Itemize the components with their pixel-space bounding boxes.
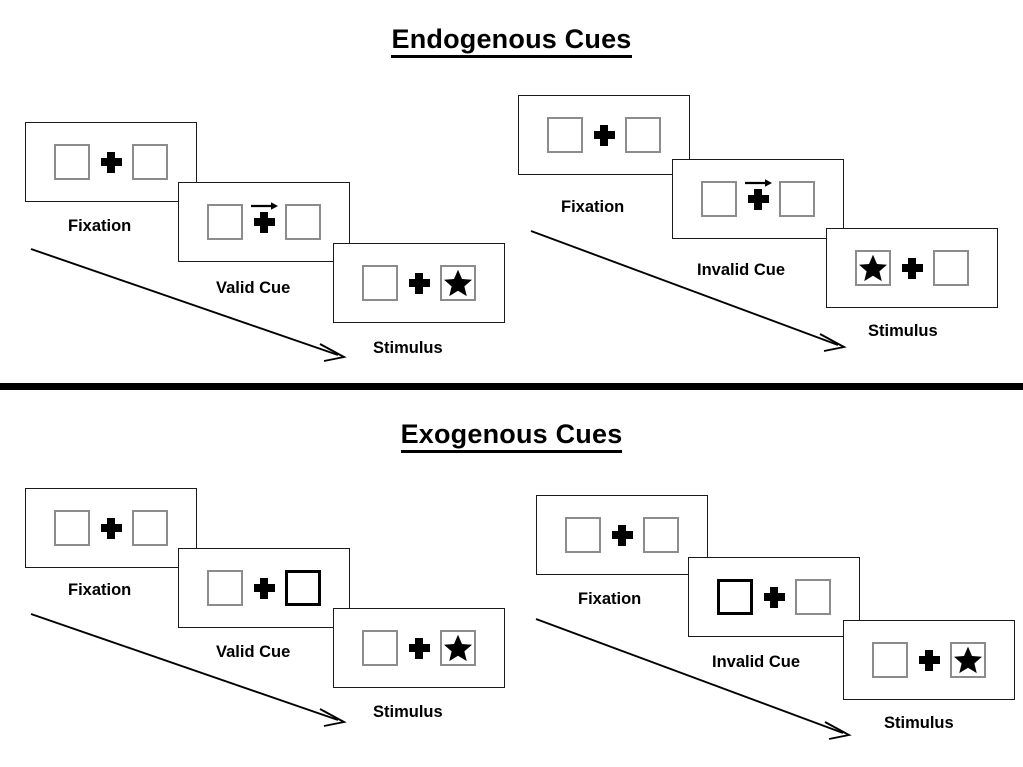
plus-icon	[408, 637, 430, 659]
label-endogenous-valid-stimulus: Stimulus	[373, 339, 443, 357]
plus-icon	[408, 272, 430, 294]
panel-endogenous-valid-fixation[interactable]	[25, 122, 197, 202]
panel-content	[565, 515, 679, 555]
panel-endogenous-invalid-fixation[interactable]	[518, 95, 690, 175]
plus-icon	[611, 524, 633, 546]
label-endogenous-invalid-stimulus: Stimulus	[868, 322, 938, 340]
fixation-cross-wrap	[583, 115, 625, 155]
left-box	[565, 517, 601, 553]
left-box	[872, 642, 908, 678]
panel-exogenous-invalid-cue[interactable]	[688, 557, 860, 637]
left-box	[547, 117, 583, 153]
right-box	[795, 579, 831, 615]
left-box	[701, 181, 737, 217]
right-box	[625, 117, 661, 153]
left-box-target	[855, 250, 891, 286]
section-title-endogenous: Endogenous Cues	[0, 24, 1023, 58]
plus-icon	[253, 211, 275, 233]
panel-content	[207, 202, 321, 242]
panel-endogenous-valid-cue[interactable]	[178, 182, 350, 262]
label-exogenous-invalid-stimulus: Stimulus	[884, 714, 954, 732]
fixation-cross-wrap	[908, 640, 950, 680]
label-endogenous-invalid-cue: Invalid Cue	[697, 261, 786, 279]
fixation-cross-wrap	[243, 202, 285, 242]
panel-exogenous-invalid-fixation[interactable]	[536, 495, 708, 575]
right-box	[285, 204, 321, 240]
panel-endogenous-valid-stimulus[interactable]	[333, 243, 505, 323]
panel-content	[701, 179, 815, 219]
label-endogenous-valid-cue: Valid Cue	[216, 279, 291, 297]
panel-content	[207, 568, 321, 608]
section-divider	[0, 383, 1023, 390]
plus-icon	[100, 517, 122, 539]
right-box	[132, 144, 168, 180]
panel-content	[362, 263, 476, 303]
panel-exogenous-valid-cue[interactable]	[178, 548, 350, 628]
star-icon	[444, 269, 472, 297]
fixation-cross-wrap	[243, 568, 285, 608]
star-icon	[859, 254, 887, 282]
panel-content	[362, 628, 476, 668]
plus-icon	[593, 124, 615, 146]
fixation-cross-wrap	[90, 508, 132, 548]
section-title-exogenous: Exogenous Cues	[0, 419, 1023, 453]
panel-content	[547, 115, 661, 155]
left-box	[362, 630, 398, 666]
right-box	[933, 250, 969, 286]
left-box	[362, 265, 398, 301]
plus-icon	[747, 188, 769, 210]
right-box-target	[440, 630, 476, 666]
panel-content	[54, 142, 168, 182]
diagonal-arrow-icon-endogenous-invalid	[530, 230, 847, 352]
plus-icon	[253, 577, 275, 599]
right-box	[643, 517, 679, 553]
left-box	[207, 204, 243, 240]
right-box	[132, 510, 168, 546]
right-box-cue	[285, 570, 321, 606]
fixation-cross-wrap	[398, 628, 440, 668]
panel-exogenous-valid-fixation[interactable]	[25, 488, 197, 568]
right-box-target	[440, 265, 476, 301]
left-box	[54, 144, 90, 180]
panel-endogenous-invalid-stimulus[interactable]	[826, 228, 998, 308]
star-icon	[444, 634, 472, 662]
panel-content	[717, 577, 831, 617]
left-box	[207, 570, 243, 606]
label-exogenous-invalid-cue: Invalid Cue	[712, 653, 801, 671]
panel-content	[872, 640, 986, 680]
star-icon	[954, 646, 982, 674]
fixation-cross-wrap	[737, 179, 779, 219]
label-exogenous-valid-stimulus: Stimulus	[373, 703, 443, 721]
label-endogenous-invalid-fixation: Fixation	[561, 198, 625, 216]
left-box	[54, 510, 90, 546]
label-exogenous-invalid-fixation: Fixation	[578, 590, 642, 608]
fixation-cross-wrap	[753, 577, 795, 617]
fixation-cross-wrap	[398, 263, 440, 303]
panel-exogenous-valid-stimulus[interactable]	[333, 608, 505, 688]
section-title-exogenous-text: Exogenous Cues	[400, 419, 623, 453]
panel-content	[54, 508, 168, 548]
left-box-cue	[717, 579, 753, 615]
panel-exogenous-invalid-stimulus[interactable]	[843, 620, 1015, 700]
plus-icon	[901, 257, 923, 279]
panel-content	[855, 248, 969, 288]
right-box	[779, 181, 815, 217]
section-title-endogenous-text: Endogenous Cues	[391, 24, 632, 58]
label-endogenous-valid-fixation: Fixation	[68, 217, 132, 235]
plus-icon	[763, 586, 785, 608]
label-exogenous-valid-fixation: Fixation	[68, 581, 132, 599]
fixation-cross-wrap	[891, 248, 933, 288]
right-box-target	[950, 642, 986, 678]
panel-endogenous-invalid-cue[interactable]	[672, 159, 844, 239]
fixation-cross-wrap	[601, 515, 643, 555]
plus-icon	[100, 151, 122, 173]
plus-icon	[918, 649, 940, 671]
fixation-cross-wrap	[90, 142, 132, 182]
label-exogenous-valid-cue: Valid Cue	[216, 643, 291, 661]
